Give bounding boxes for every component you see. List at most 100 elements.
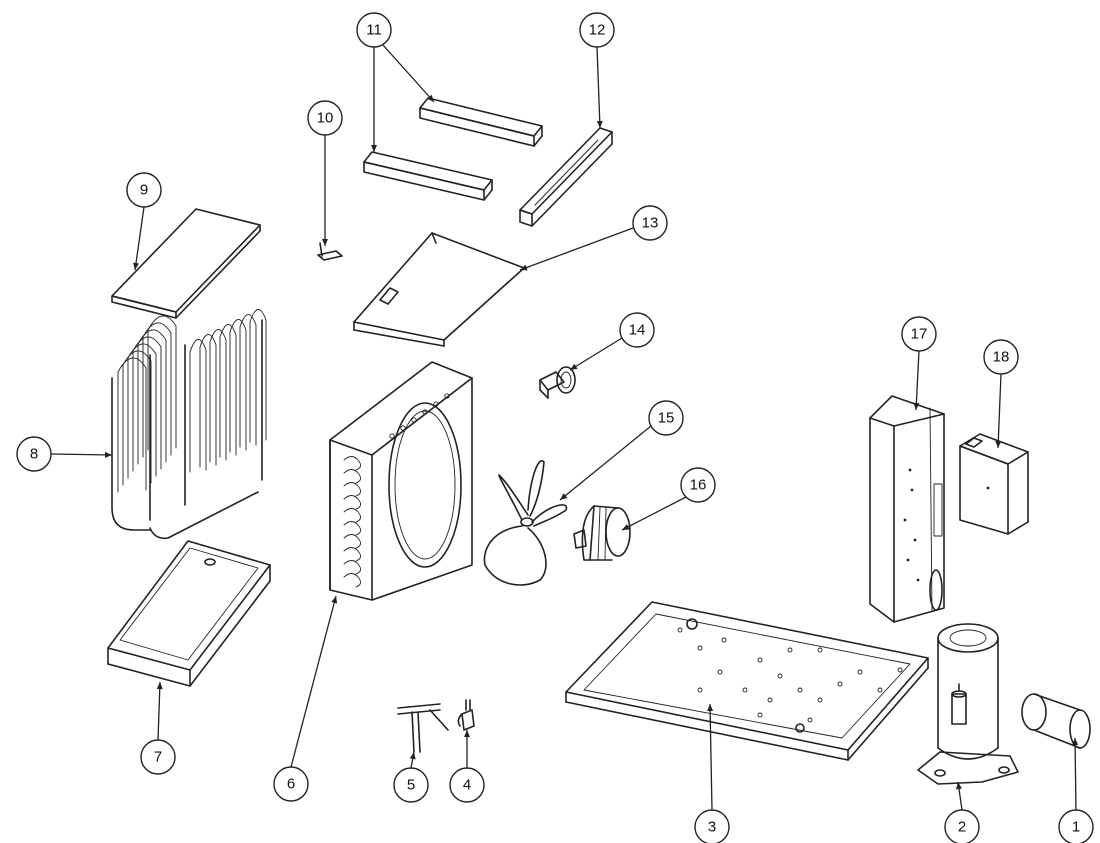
mounting-hole (422, 409, 428, 415)
base-hole (817, 697, 823, 703)
coil-loop (189, 339, 207, 473)
mounting-hole (444, 393, 450, 399)
condenser-tube-bend (343, 521, 361, 536)
callout-7-label: 7 (154, 749, 162, 766)
mounting-hole (389, 433, 395, 439)
leader-arrowhead-3 (707, 704, 714, 712)
bracket-hole (906, 558, 910, 562)
condenser-tube-bend (343, 508, 361, 523)
leader-arrowhead-2 (956, 782, 962, 790)
base-hole (697, 687, 703, 693)
part-fan-blade (483, 460, 568, 586)
leader-arrowhead-9 (133, 262, 139, 270)
part-capacitor (1021, 693, 1091, 749)
leader-lines (50, 44, 1079, 811)
callout-16-label: 16 (690, 477, 707, 494)
base-hole (857, 669, 863, 675)
part-rail-lower (363, 151, 493, 201)
mounting-hole (411, 417, 417, 423)
callout-balloons: 1 2 3 4 5 6 7 8 9 10 11 (16, 12, 1094, 843)
base-hole (807, 717, 813, 723)
leader-line-13 (519, 227, 634, 271)
base-hole (795, 723, 805, 733)
leader-arrowhead-1 (1072, 738, 1079, 746)
coil-loop (147, 315, 177, 451)
leader-arrowhead-14 (570, 363, 578, 370)
mounting-hole (433, 401, 439, 407)
leader-line-11a (382, 44, 435, 103)
leader-arrowhead-4 (464, 730, 470, 737)
callout-1: 1 (1058, 809, 1094, 843)
coil-loop (117, 357, 147, 493)
base-hole (837, 681, 843, 687)
callout-11: 11 (356, 12, 392, 48)
coil-loop (229, 319, 247, 453)
callout-3: 3 (694, 809, 730, 843)
base-hole (757, 712, 763, 718)
callout-17: 17 (901, 316, 937, 352)
condenser-tube-bend (343, 482, 361, 497)
callout-18: 18 (983, 339, 1019, 375)
callout-11-label: 11 (366, 22, 382, 39)
condenser-tube-bend (343, 534, 361, 549)
callout-2: 2 (944, 809, 980, 843)
callout-9: 9 (126, 172, 162, 208)
leader-arrowhead-7 (156, 682, 163, 690)
leader-arrowhead-16 (622, 524, 630, 530)
callout-4: 4 (449, 767, 485, 803)
leader-arrowhead-5 (409, 752, 416, 760)
callout-8-label: 8 (30, 446, 38, 463)
leader-line-12 (596, 46, 601, 129)
leader-line-16 (621, 496, 687, 531)
callout-10-label: 10 (317, 110, 334, 127)
base-hole (717, 669, 723, 675)
leader-arrowhead-17 (913, 402, 920, 410)
bracket-hole (913, 538, 917, 542)
leader-line-7 (157, 681, 161, 741)
callout-15: 15 (648, 400, 684, 436)
part-condenser-housing (329, 361, 473, 601)
leader-arrowhead-12 (596, 120, 603, 128)
part-rail-side (519, 127, 613, 227)
base-hole (757, 657, 763, 663)
callout-18-label: 18 (993, 349, 1010, 366)
part-drain-pan (107, 540, 271, 687)
coil-loop (219, 324, 237, 458)
callout-7: 7 (140, 739, 176, 775)
part-coupling (539, 366, 576, 399)
callout-13: 13 (632, 205, 668, 241)
callout-14: 14 (619, 312, 655, 348)
base-hole (697, 645, 703, 651)
coil-loop (199, 334, 217, 468)
leader-arrowhead-18 (995, 440, 1002, 448)
part-base-pan (565, 601, 929, 761)
callout-15-label: 15 (658, 410, 675, 427)
base-hole (877, 687, 883, 693)
mounting-hole (400, 425, 406, 431)
callout-9-label: 9 (140, 182, 148, 199)
callout-6-label: 6 (287, 776, 295, 793)
coil-loop (239, 314, 257, 448)
part-vertical-bracket (869, 395, 945, 623)
base-hole (797, 687, 803, 693)
leader-arrowhead-11b (371, 145, 377, 152)
bracket-hole (910, 488, 914, 492)
callout-4-label: 4 (463, 777, 471, 794)
callout-5-label: 5 (407, 777, 415, 794)
base-hole (721, 637, 727, 643)
callout-1-label: 1 (1072, 819, 1080, 836)
base-hole (897, 667, 903, 673)
base-hole (787, 647, 793, 653)
part-rail-upper (419, 97, 543, 147)
base-hole (767, 697, 773, 703)
condenser-tube-bend (343, 573, 361, 588)
callout-13-label: 13 (642, 215, 659, 232)
condenser-tube-bend (343, 469, 361, 484)
condenser-tube-bend (343, 456, 361, 471)
coil-loop (132, 336, 162, 472)
callout-12: 12 (579, 12, 615, 48)
callout-17-label: 17 (911, 326, 928, 343)
bracket-hole (903, 518, 907, 522)
bracket-hole (916, 578, 920, 582)
